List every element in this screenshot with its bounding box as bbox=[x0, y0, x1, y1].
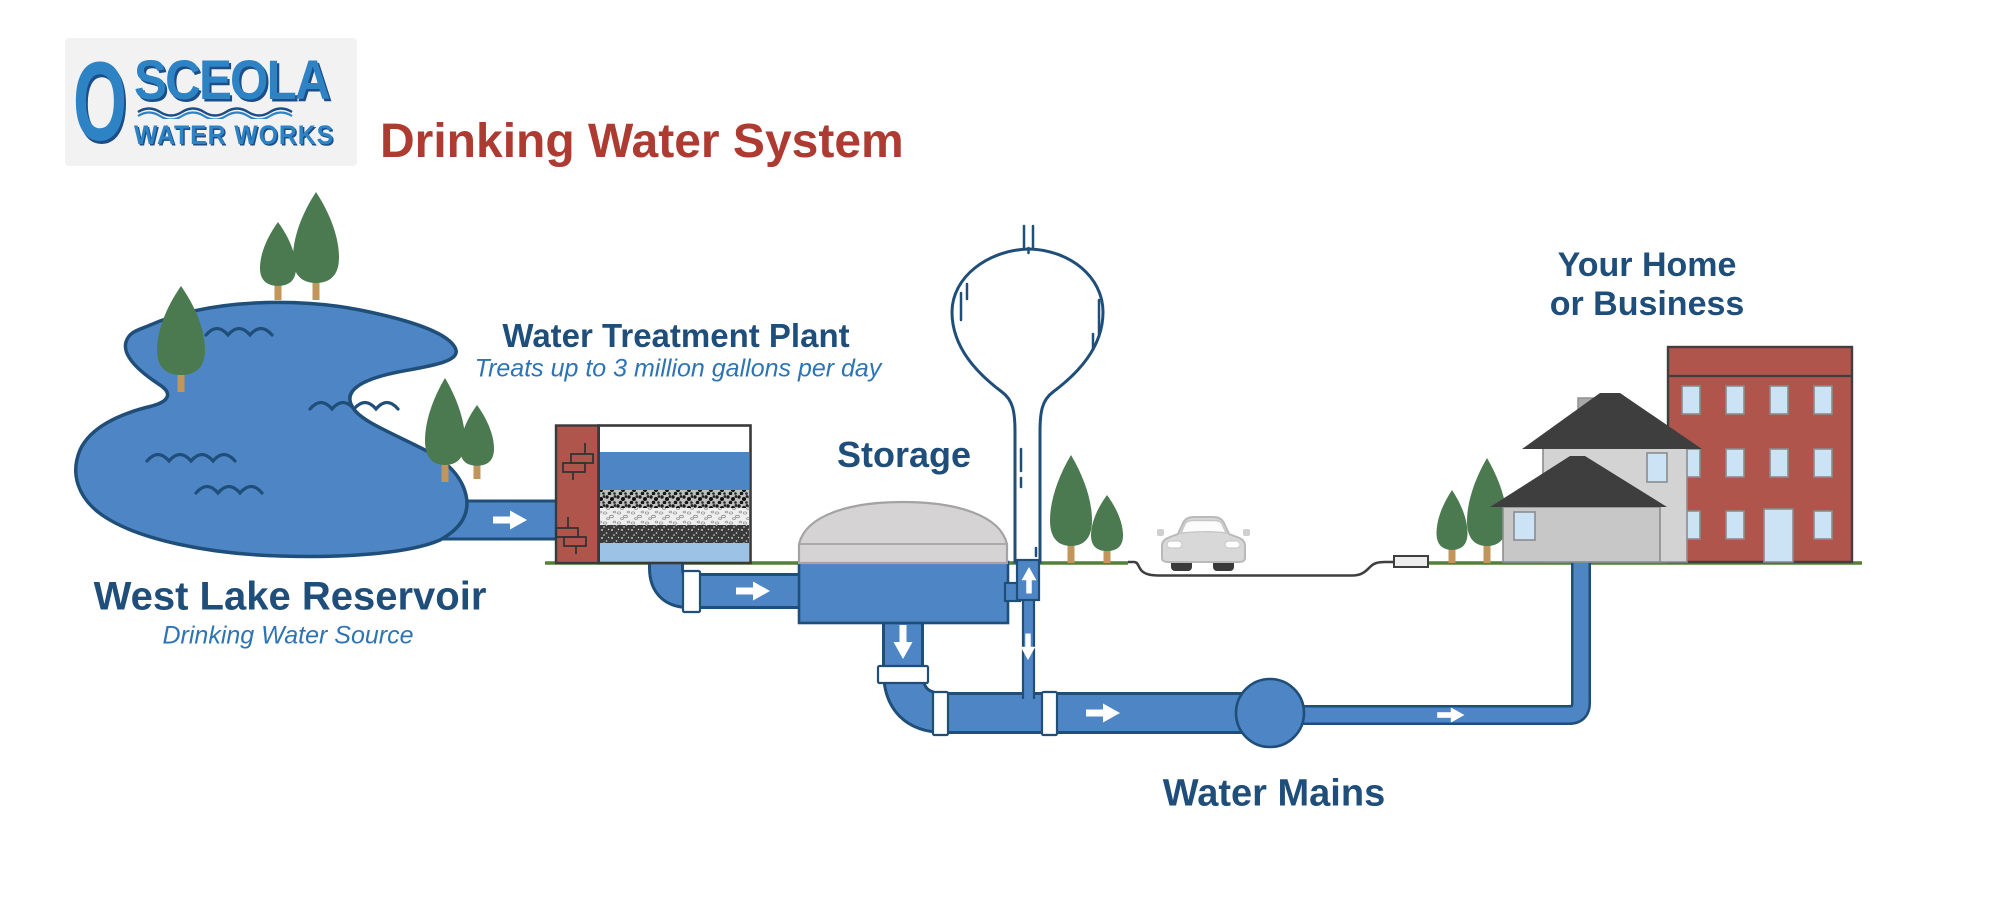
building-door bbox=[1763, 508, 1794, 563]
house-window bbox=[1646, 452, 1668, 483]
upper-roof bbox=[1522, 393, 1702, 449]
destination-label-line2: or Business bbox=[1549, 285, 1745, 323]
tree-icon bbox=[260, 222, 296, 286]
tree-trunk bbox=[177, 372, 185, 392]
house-icon bbox=[1490, 393, 1702, 563]
tree-icon bbox=[293, 192, 339, 283]
tree-trunk bbox=[441, 462, 449, 482]
destination-label: Your Home or Business bbox=[1550, 246, 1745, 324]
house-window bbox=[1513, 511, 1536, 541]
reservoir-label: West Lake Reservoir bbox=[93, 574, 487, 619]
water-main-pipe bbox=[882, 614, 1243, 734]
treatment-plant-icon bbox=[554, 424, 752, 565]
filter-tank bbox=[597, 424, 752, 565]
water-tower-icon bbox=[950, 224, 1105, 564]
logo-tagline: WATER WORKS bbox=[133, 120, 334, 151]
road-cut bbox=[1128, 560, 1394, 577]
car-icon bbox=[1157, 516, 1250, 571]
tree-icon bbox=[157, 286, 205, 375]
tree-trunk bbox=[1067, 543, 1075, 563]
tree-icon bbox=[425, 378, 465, 465]
water-mains-label: Water Mains bbox=[1162, 772, 1386, 815]
water-tower-detail-lines bbox=[959, 224, 1101, 558]
lake bbox=[74, 300, 469, 559]
logo-name: SCEOLA bbox=[133, 47, 331, 111]
tree-icon bbox=[1091, 495, 1123, 552]
tree-trunk bbox=[1103, 548, 1111, 563]
treatment-plant-sublabel: Treats up to 3 million gallons per day bbox=[474, 354, 882, 383]
tree-trunk bbox=[312, 280, 320, 300]
logo-waves-icon bbox=[137, 107, 293, 120]
pipe-couplers bbox=[681, 569, 1059, 737]
water-meter-icon bbox=[1393, 555, 1429, 568]
trees bbox=[157, 192, 1507, 563]
storage-label: Storage bbox=[836, 434, 972, 475]
tree-trunk bbox=[473, 462, 481, 479]
tree-trunk bbox=[1448, 546, 1456, 563]
storage-tank-underground bbox=[797, 560, 1010, 625]
page-title: Drinking Water System bbox=[380, 115, 904, 169]
tree-trunk bbox=[1483, 543, 1491, 563]
osceola-water-works-logo: O SCEOLA WATER WORKS bbox=[65, 38, 357, 166]
reservoir-sublabel: Drinking Water Source bbox=[162, 621, 414, 650]
apartment-building-icon bbox=[1666, 345, 1854, 564]
lower-roof bbox=[1490, 456, 1667, 507]
tree-icon bbox=[1436, 490, 1468, 550]
pump-icon bbox=[1234, 677, 1306, 749]
tree-icon bbox=[1467, 458, 1507, 546]
destination-label-line1: Your Home bbox=[1557, 246, 1737, 284]
service-line-pipe bbox=[1294, 560, 1591, 725]
logo-letter-o: O bbox=[72, 39, 127, 165]
tower-riser-pipe bbox=[1003, 558, 1041, 701]
wave-icon bbox=[145, 326, 400, 496]
storage-tank-icon bbox=[797, 500, 1009, 565]
tree-icon bbox=[1050, 455, 1092, 546]
tree-icon bbox=[460, 405, 494, 466]
tree-trunk bbox=[274, 282, 282, 300]
building-windows bbox=[1681, 385, 1833, 563]
treatment-plant-label: Water Treatment Plant bbox=[502, 317, 850, 354]
brick-detail bbox=[555, 443, 594, 554]
